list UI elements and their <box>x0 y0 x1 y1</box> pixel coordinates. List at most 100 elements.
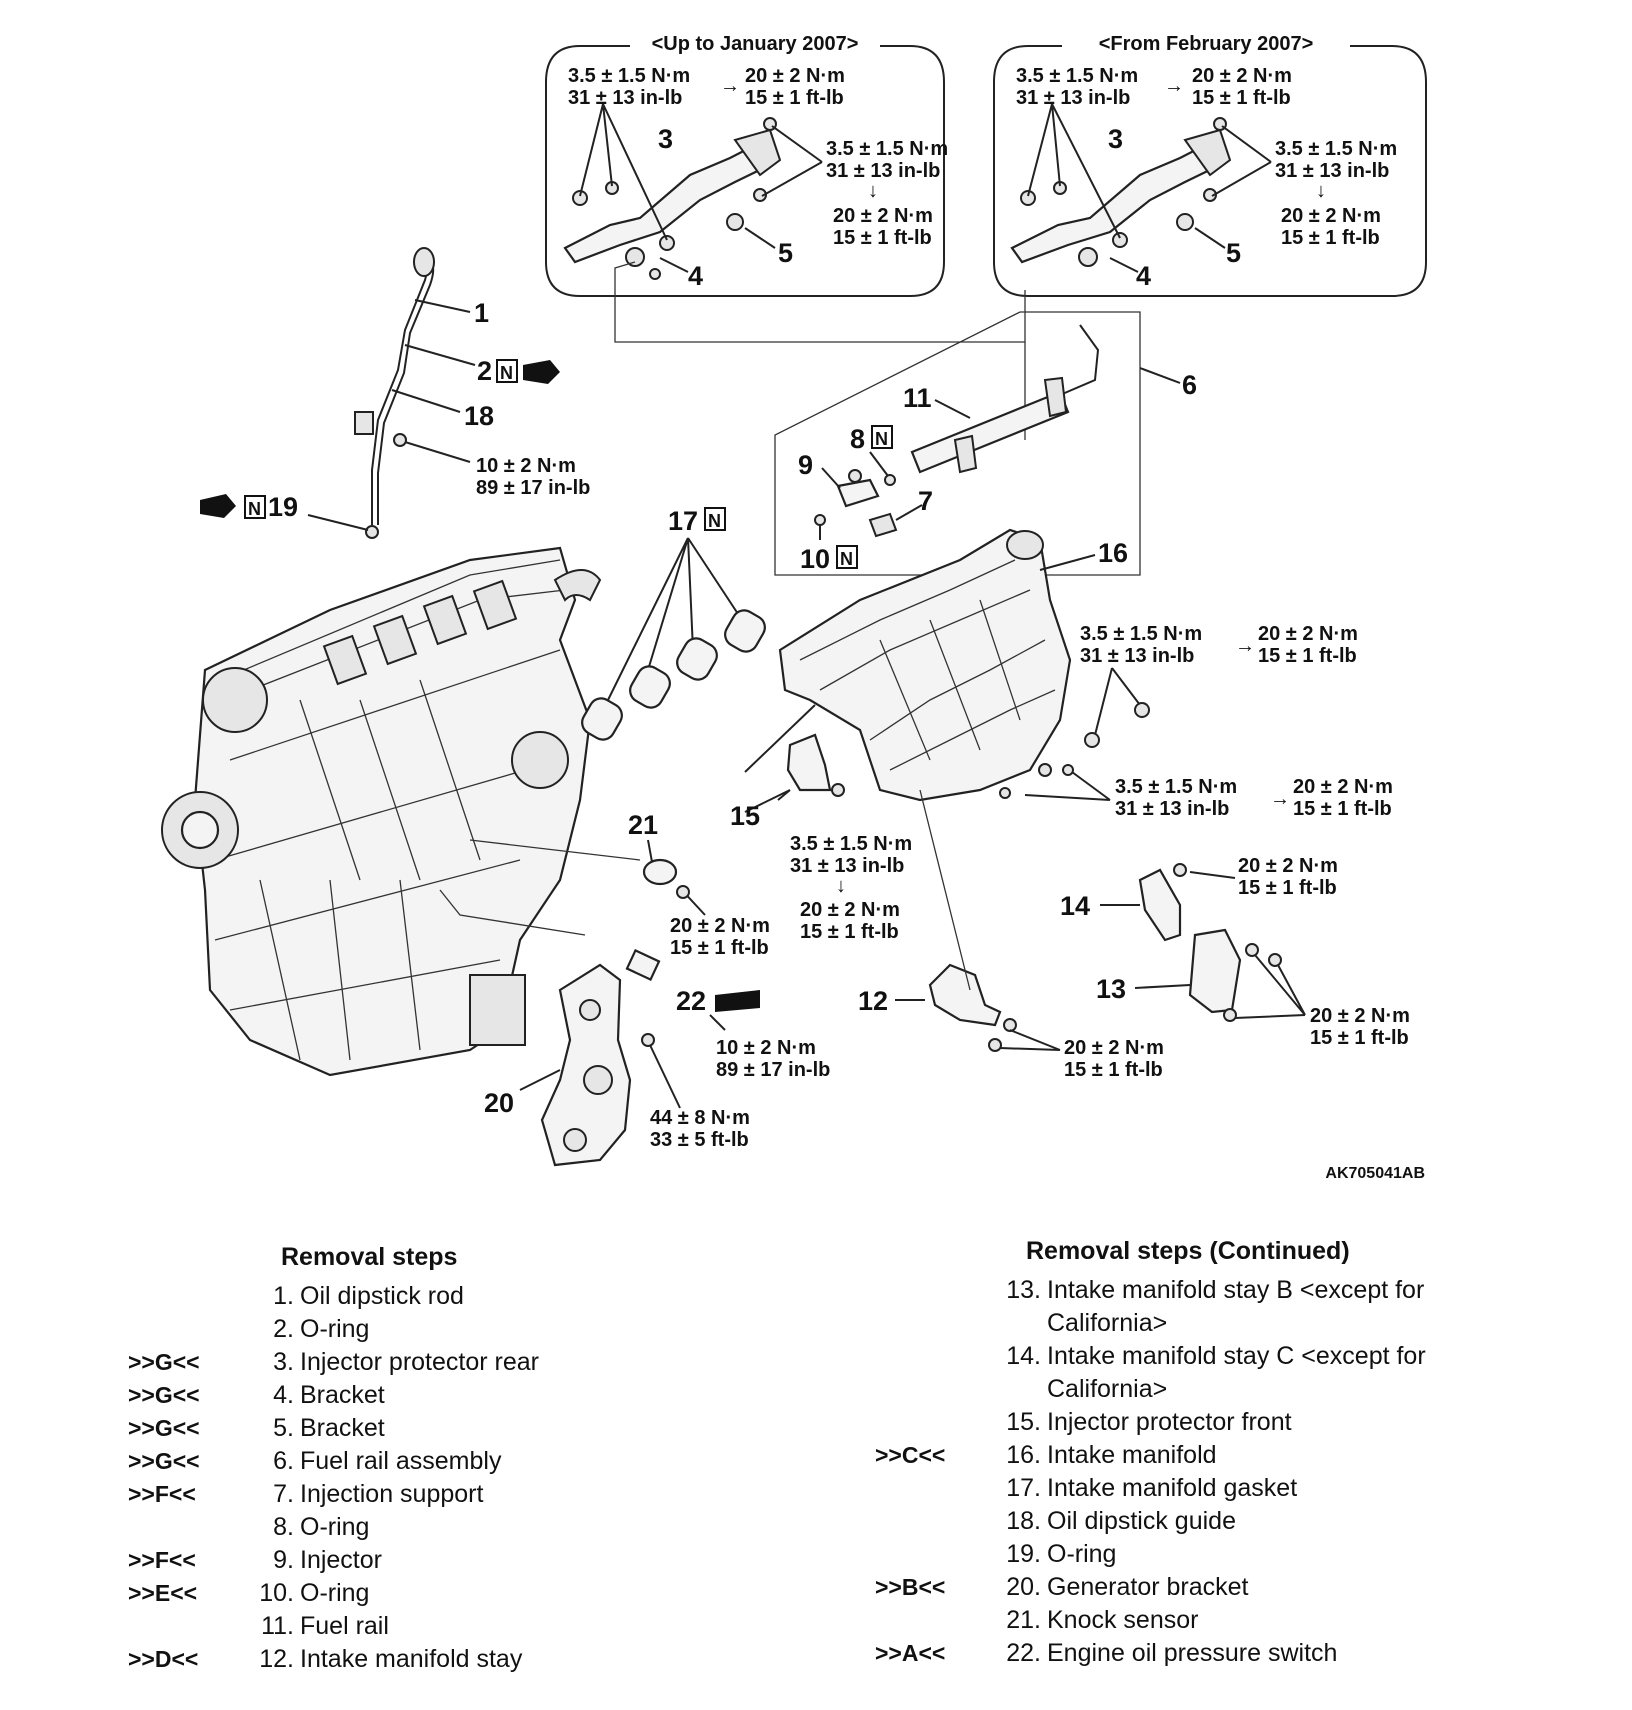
arrow-glyph: ↓ <box>836 875 846 897</box>
torque-label: 15 ± 1 ft-lb <box>1293 798 1392 820</box>
new-part-mark: N <box>500 363 513 383</box>
step-number: 3. <box>273 1348 294 1376</box>
inset-right-title: <From February 2007> <box>1099 33 1314 55</box>
legend-left-title: Removal steps <box>281 1243 458 1271</box>
step-number: 14. <box>1006 1342 1041 1370</box>
step-number: 11. <box>261 1612 294 1640</box>
torque-label: 31 ± 13 in-lb <box>1115 798 1229 820</box>
step-name: Injector protector rear <box>300 1348 539 1376</box>
step-name: Intake manifold stay C <except for <box>1047 1342 1426 1370</box>
knock-sensor-group: 21 20 ± 2 N·m 15 ± 1 ft-lb <box>469 810 770 959</box>
torque-label: 15 ± 1 ft-lb <box>670 937 769 959</box>
step-name: Injector protector front <box>1047 1408 1292 1436</box>
torque-label: 20 ± 2 N·m <box>745 65 845 87</box>
intake-manifold-stay-c-group: 14 20 ± 2 N·m 15 ± 1 ft-lb <box>1060 855 1338 942</box>
step-name: California> <box>1047 1309 1168 1337</box>
inset-up-to-jan-2007: <Up to January 2007> 3.5 ± 1.5 N·m 31 ± … <box>545 33 948 297</box>
callout-4: 4 <box>688 261 703 291</box>
step-name: Bracket <box>300 1381 385 1409</box>
step-reference-code <box>875 1340 985 1373</box>
step-reference-code: >>D<< <box>128 1646 199 1672</box>
step-reference-code: >>G<< <box>128 1415 200 1441</box>
step-number <box>985 1307 1047 1340</box>
legend-step-row: 11.Fuel rail <box>128 1610 868 1643</box>
callout-12: 12 <box>858 986 888 1016</box>
step-number: 16. <box>1006 1441 1041 1469</box>
callout-3: 3 <box>1108 124 1123 154</box>
torque-label: 15 ± 1 ft-lb <box>1310 1027 1409 1049</box>
intake-manifold-gasket-group: 17 N <box>581 506 766 741</box>
step-number: 8. <box>273 1513 294 1541</box>
torque-label: 15 ± 1 ft-lb <box>1281 227 1380 249</box>
new-part-mark: N <box>708 511 721 531</box>
torque-label: 31 ± 13 in-lb <box>826 160 940 182</box>
legend-step-row: 8.O-ring <box>128 1511 868 1544</box>
step-reference-code <box>875 1505 985 1538</box>
step-name: Oil dipstick guide <box>1047 1507 1236 1535</box>
torque-label: 20 ± 2 N·m <box>1293 776 1393 798</box>
inset-from-feb-2007: <From February 2007> 3.5 ± 1.5 N·m 31 ± … <box>993 33 1427 297</box>
step-reference-code: >>F<< <box>128 1481 196 1507</box>
torque-label: 15 ± 1 ft-lb <box>745 87 844 109</box>
legend-step-row: California> <box>875 1373 1615 1406</box>
torque-label: 20 ± 2 N·m <box>1310 1005 1410 1027</box>
arrow-glyph: → <box>720 75 740 97</box>
legend-step-row: >>D<<12.Intake manifold stay <box>128 1643 868 1676</box>
torque-label: 44 ± 8 N·m <box>650 1107 750 1129</box>
step-name: Intake manifold <box>1047 1441 1217 1469</box>
step-reference-code <box>875 1373 985 1406</box>
step-number: 19. <box>1006 1540 1041 1568</box>
legend-step-row: 14.Intake manifold stay C <except for <box>875 1340 1615 1373</box>
step-name: O-ring <box>300 1513 370 1541</box>
step-number: 5. <box>273 1414 294 1442</box>
step-reference-code <box>128 1610 238 1643</box>
step-reference-code <box>128 1511 238 1544</box>
step-number: 9. <box>273 1546 294 1574</box>
generator-bracket-part <box>540 963 632 1167</box>
legend-step-row: >>E<<10.O-ring <box>128 1577 868 1610</box>
legend-step-row: >>G<<5.Bracket <box>128 1412 868 1445</box>
new-part-mark: N <box>840 549 853 569</box>
intake-manifold-stay-part <box>928 963 1002 1027</box>
torque-label: 15 ± 1 ft-lb <box>1064 1059 1163 1081</box>
step-reference-code <box>875 1307 985 1340</box>
callout-13: 13 <box>1096 974 1126 1004</box>
step-name: O-ring <box>300 1579 370 1607</box>
inset-left-title: <Up to January 2007> <box>652 33 859 55</box>
torque-label: 20 ± 2 N·m <box>1192 65 1292 87</box>
torque-label: 10 ± 2 N·m <box>716 1037 816 1059</box>
step-reference-code <box>875 1274 985 1307</box>
step-reference-code: >>B<< <box>875 1574 946 1600</box>
callout-11: 11 <box>903 383 932 413</box>
step-number: 18. <box>1006 1507 1041 1535</box>
callout-8: 8 <box>850 424 865 454</box>
callout-17: 17 <box>668 506 698 536</box>
step-number: 17. <box>1006 1474 1041 1502</box>
step-number <box>985 1373 1047 1406</box>
torque-label: 15 ± 1 ft-lb <box>1238 877 1337 899</box>
oil-pressure-switch-group: 22 10 ± 2 N·m 89 ± 17 in-lb <box>439 889 830 1081</box>
callout-1: 1 <box>474 298 489 328</box>
intake-manifold-stay-b-group: 13 20 ± 2 N·m 15 ± 1 ft-lb <box>1096 928 1410 1049</box>
step-number: 21. <box>1006 1606 1041 1634</box>
step-number: 12. <box>259 1645 294 1673</box>
torque-label: 15 ± 1 ft-lb <box>1192 87 1291 109</box>
legend-step-row: 15.Injector protector front <box>875 1406 1615 1439</box>
torque-label: 3.5 ± 1.5 N·m <box>568 65 690 87</box>
step-reference-code <box>875 1406 985 1439</box>
callout-15: 15 <box>730 801 760 831</box>
step-number: 4. <box>273 1381 294 1409</box>
torque-label: 31 ± 13 in-lb <box>1080 645 1194 667</box>
step-name: O-ring <box>300 1315 370 1343</box>
step-reference-code: >>G<< <box>128 1349 200 1375</box>
step-number: 2. <box>273 1315 294 1343</box>
torque-label: 20 ± 2 N·m <box>1238 855 1338 877</box>
injector-protector-front-group: 15 3.5 ± 1.5 N·m 31 ± 13 in-lb ↓ 20 ± 2 … <box>730 704 912 943</box>
arrow-glyph: ↓ <box>1316 180 1326 202</box>
legend-step-row: 19.O-ring <box>875 1538 1615 1571</box>
figure-ref-code: AK705041AB <box>1325 1165 1425 1182</box>
legend-step-row: 2.O-ring <box>128 1313 868 1346</box>
torque-label: 3.5 ± 1.5 N·m <box>1115 776 1237 798</box>
torque-label: 3.5 ± 1.5 N·m <box>1016 65 1138 87</box>
